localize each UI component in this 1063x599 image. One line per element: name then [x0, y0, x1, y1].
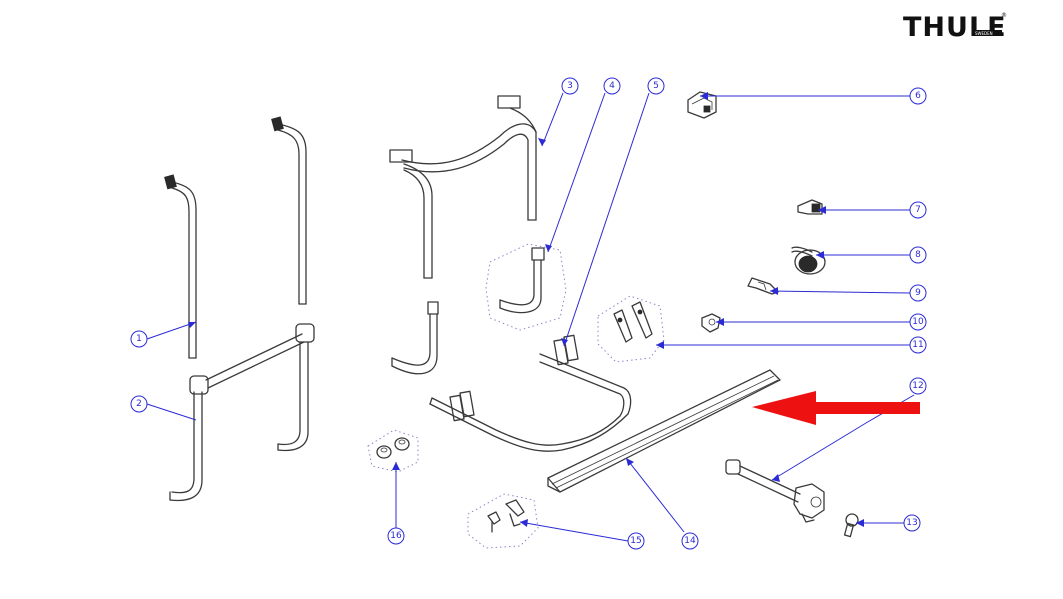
- callout-10-label: 10: [912, 317, 924, 327]
- callouts: 1 2 3 4 5 6 7 8: [130, 77, 927, 550]
- logo-brand: THULE: [903, 12, 1007, 43]
- part-7-end-cap: [797, 199, 823, 215]
- callout-12-label: 12: [912, 381, 923, 391]
- callout-15-label: 15: [630, 536, 641, 546]
- callout-14: 14: [681, 532, 699, 550]
- callout-10: 10: [909, 313, 927, 331]
- callout-16: 16: [387, 527, 405, 545]
- callout-5: 5: [647, 77, 665, 95]
- part-8-strap-reel: [791, 246, 826, 275]
- callout-13-label: 13: [906, 518, 917, 528]
- part-4-group: [485, 243, 567, 331]
- part-10-knob: [701, 313, 721, 333]
- callout-13: 13: [903, 514, 921, 532]
- part-16-group: [367, 429, 419, 473]
- callout-5-label: 5: [653, 81, 659, 91]
- highlight-arrow: [752, 391, 920, 425]
- callout-1-label: 1: [136, 334, 142, 344]
- callout-2: 2: [130, 395, 148, 413]
- callout-6: 6: [909, 87, 927, 105]
- part-15-group: [467, 493, 539, 549]
- callout-4: 4: [603, 77, 621, 95]
- callout-3: 3: [561, 77, 579, 95]
- j-hook-tube: [391, 301, 439, 375]
- callout-16-label: 16: [390, 531, 402, 541]
- callout-7: 7: [909, 201, 927, 219]
- callout-8: 8: [909, 246, 927, 264]
- part-13-key: [843, 513, 859, 538]
- callout-12: 12: [909, 377, 927, 395]
- upright-tube-right: [271, 116, 307, 305]
- callout-9: 9: [909, 284, 927, 302]
- callout-7-label: 7: [915, 205, 921, 215]
- part-5-lower-frame: [429, 334, 632, 452]
- part-3-upper-frame: [389, 95, 537, 279]
- callout-6-label: 6: [915, 91, 921, 101]
- callout-1: 1: [130, 330, 148, 348]
- callout-4-label: 4: [609, 81, 615, 91]
- part-12-support-arm: [725, 459, 825, 523]
- callout-14-label: 14: [684, 536, 696, 546]
- part-14-rail: [547, 369, 781, 493]
- leader-lines: [146, 92, 915, 542]
- callout-3-label: 3: [567, 81, 573, 91]
- callout-11-label: 11: [912, 340, 923, 350]
- part-11-group: [597, 295, 665, 363]
- callout-8-label: 8: [915, 250, 921, 260]
- callout-11: 11: [909, 336, 927, 354]
- callout-2-label: 2: [136, 399, 142, 409]
- thule-logo: THULE SWEDEN ®: [903, 12, 1007, 43]
- logo-sub: SWEDEN: [975, 31, 993, 36]
- part-1-upright-tube: [164, 174, 197, 359]
- callout-9-label: 9: [915, 288, 921, 298]
- logo-registered: ®: [1001, 12, 1007, 19]
- callout-15: 15: [627, 532, 645, 550]
- part-2-lower-frame: [169, 323, 315, 502]
